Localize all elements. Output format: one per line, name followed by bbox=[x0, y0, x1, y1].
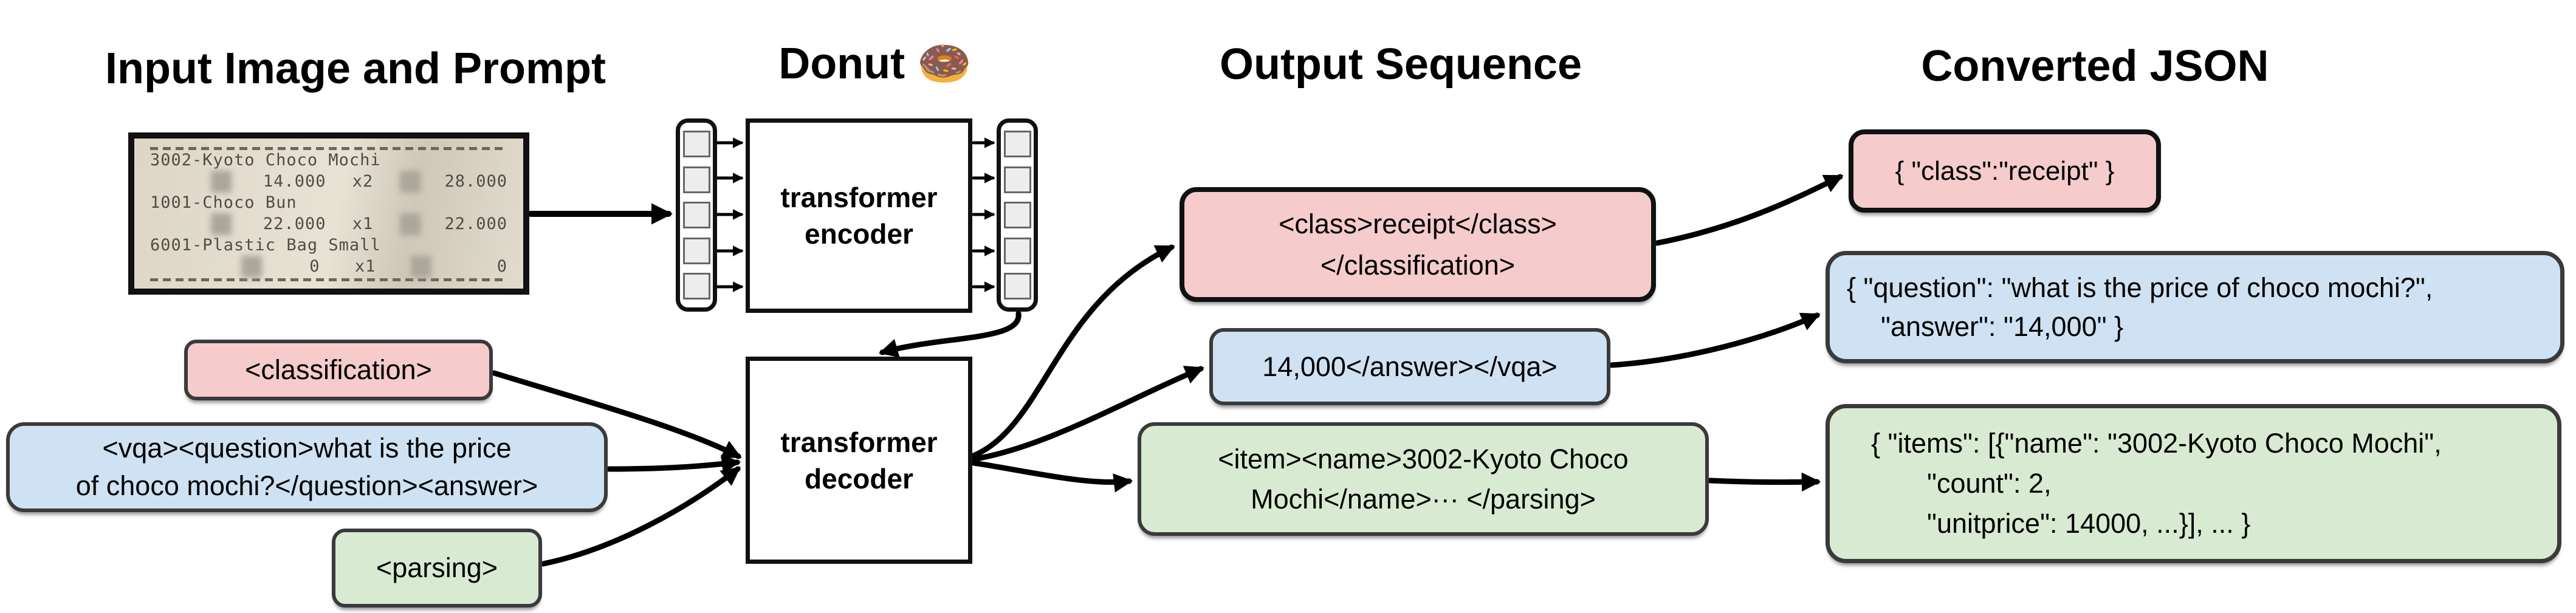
receipt-redaction-blur bbox=[211, 213, 232, 235]
receipt-price: 14.000 bbox=[263, 172, 326, 191]
encoder-label-line1: transformer bbox=[780, 182, 938, 213]
prompt-parsing-text: <parsing> bbox=[376, 552, 498, 583]
receipt-total: 22.000 bbox=[444, 214, 507, 234]
prompt-classification-text: <classification> bbox=[245, 354, 432, 385]
prompt-classification-box: <classification> bbox=[184, 340, 493, 400]
output-parsing-line1: <item><name>3002-Kyoto Choco bbox=[1218, 443, 1629, 474]
receipt-qty: x1 bbox=[354, 257, 376, 276]
arrow-prompt-classification-to-decoder bbox=[491, 370, 742, 459]
output-vqa-line1: 14,000</answer></vqa> bbox=[1262, 351, 1558, 382]
receipt-price: 22.000 bbox=[263, 214, 326, 234]
title-converted-json: Converted JSON bbox=[1921, 42, 2269, 91]
output-vqa-box: 14,000</answer></vqa> bbox=[1209, 328, 1610, 405]
arrow-decoder-to-output-vqa bbox=[970, 366, 1204, 462]
prompt-vqa-box: <vqa><question>what is the price of choc… bbox=[6, 422, 608, 512]
json-vqa-line2: "answer": "14,000" } bbox=[1881, 310, 2124, 342]
output-parsing-box: <item><name>3002-Kyoto Choco Mochi</name… bbox=[1138, 422, 1709, 536]
output-classification-box: <class>receipt</class> </classification> bbox=[1180, 187, 1656, 302]
receipt-redaction-blur bbox=[211, 170, 232, 193]
output-classification-line2: </classification> bbox=[1320, 249, 1516, 281]
arrow-prompt-parsing-to-decoder bbox=[540, 466, 741, 567]
receipt-redaction-blur bbox=[241, 255, 262, 278]
patch-square bbox=[682, 131, 710, 157]
decoder-label-line1: transformer bbox=[780, 426, 938, 458]
json-parsing-box: { "items": [{"name": "3002-Kyoto Choco M… bbox=[1826, 404, 2561, 563]
receipt-item-name: 1001-Choco Bun bbox=[150, 193, 297, 213]
arrow-output-to-json-classification bbox=[1654, 174, 1844, 246]
patch-square bbox=[1003, 166, 1031, 193]
receipt-dashed-separator bbox=[150, 278, 507, 281]
prompt-vqa-line1: <vqa><question>what is the price bbox=[102, 433, 512, 464]
prompt-parsing-box: <parsing> bbox=[332, 529, 542, 608]
receipt-price: 0 bbox=[309, 257, 320, 276]
receipt-item-name: 3002-Kyoto Choco Mochi bbox=[150, 151, 381, 170]
json-classification-box: { "class":"receipt" } bbox=[1849, 129, 2161, 213]
output-embedding-column bbox=[997, 118, 1038, 312]
json-vqa-line1: { "question": "what is the price of choc… bbox=[1847, 272, 2433, 303]
arrow-output-to-json-parsing bbox=[1707, 472, 1821, 492]
patch-square bbox=[1003, 131, 1031, 157]
title-input-image-and-prompt: Input Image and Prompt bbox=[105, 44, 606, 93]
patch-square bbox=[682, 202, 710, 228]
arrow-prompt-vqa-to-decoder bbox=[606, 454, 741, 474]
json-classification-line1: { "class":"receipt" } bbox=[1895, 156, 2115, 186]
input-patch-column bbox=[676, 118, 717, 312]
donut-emoji-icon: 🍩 bbox=[917, 39, 972, 88]
arrow-embeddings-to-decoder bbox=[878, 310, 1022, 358]
patch-square bbox=[1003, 237, 1031, 264]
arrow-decoder-to-output-classification bbox=[970, 244, 1175, 459]
title-donut-text: Donut bbox=[778, 39, 905, 88]
json-parsing-line3: "unitprice": 14000, ...}], ... } bbox=[1927, 508, 2251, 539]
receipt-qty: x2 bbox=[352, 172, 374, 191]
receipt-dashed-separator bbox=[150, 147, 507, 150]
receipt-item-name: 6001-Plastic Bag Small bbox=[150, 236, 381, 255]
json-parsing-line1: { "items": [{"name": "3002-Kyoto Choco M… bbox=[1871, 428, 2442, 459]
patch-square bbox=[682, 273, 710, 300]
output-parsing-line2: Mochi</name>··· </parsing> bbox=[1251, 483, 1596, 515]
receipt-total: 0 bbox=[496, 257, 507, 276]
json-vqa-box: { "question": "what is the price of choc… bbox=[1826, 251, 2564, 363]
transformer-decoder-block: transformer decoder bbox=[746, 357, 972, 564]
patch-square bbox=[1003, 202, 1031, 228]
decoder-label-line2: decoder bbox=[805, 462, 913, 495]
receipt-item-amounts: 0 x1 0 bbox=[150, 255, 507, 278]
receipt-qty: x1 bbox=[352, 214, 374, 234]
receipt-total: 28.000 bbox=[444, 172, 507, 191]
title-output-sequence: Output Sequence bbox=[1219, 40, 1582, 89]
arrow-encoder-to-embeddings bbox=[972, 137, 995, 292]
title-donut: Donut 🍩 bbox=[717, 38, 1033, 89]
receipt-redaction-blur bbox=[399, 213, 421, 235]
patch-square bbox=[1003, 273, 1031, 300]
json-parsing-line2: "count": 2, bbox=[1927, 468, 2052, 499]
receipt-redaction-blur bbox=[410, 255, 431, 278]
prompt-vqa-line2: of choco mochi?</question><answer> bbox=[75, 470, 538, 501]
receipt-item-amounts: 14.000 x2 28.000 bbox=[150, 170, 507, 193]
encoder-label-line2: encoder bbox=[805, 218, 913, 250]
patch-square bbox=[682, 237, 710, 264]
patch-square bbox=[682, 166, 710, 193]
transformer-encoder-block: transformer encoder bbox=[746, 118, 972, 313]
arrow-decoder-to-output-parsing bbox=[970, 460, 1133, 493]
arrow-output-to-json-vqa bbox=[1609, 312, 1821, 368]
receipt-redaction-blur bbox=[399, 170, 421, 193]
output-classification-line1: <class>receipt</class> bbox=[1279, 208, 1557, 239]
input-receipt-image: 3002-Kyoto Choco Mochi 14.000 x2 28.000 … bbox=[128, 132, 529, 295]
receipt-item-amounts: 22.000 x1 22.000 bbox=[150, 213, 507, 235]
